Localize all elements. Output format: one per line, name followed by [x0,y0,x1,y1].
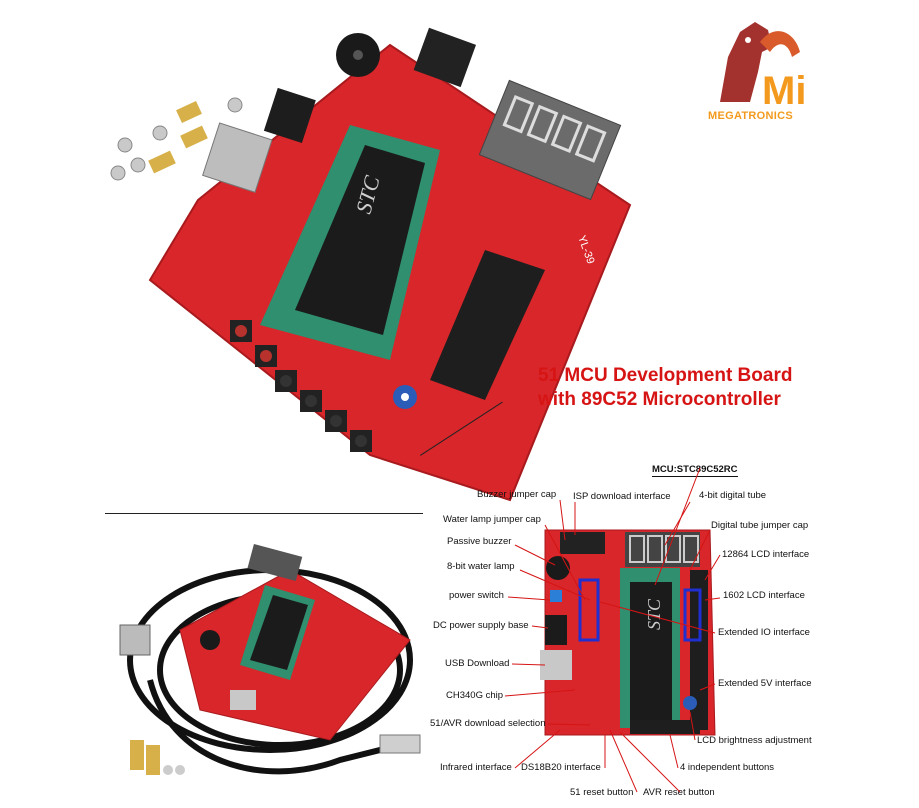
callout-4-buttons: 4 independent buttons [680,762,775,773]
callout-51-reset: 51 reset button [570,787,634,798]
callout-extended-io: Extended IO interface [718,627,810,638]
callout-dc-power: DC power supply base [433,620,529,631]
screws-standoffs [110,97,243,181]
callout-download-select: 51/AVR download selection [430,718,546,729]
callout-usb-download: USB Download [445,658,510,669]
mcu-chip [295,145,425,335]
callout-ds18b20: DS18B20 interface [521,762,601,773]
callout-ch340: CH340G chip [446,690,504,701]
brand-name: MEGATRONICS [708,110,793,122]
callout-lcd12864: 12864 LCD interface [722,549,810,560]
divider-left [105,513,423,514]
callout-buzzer-jumper: Buzzer jumper cap [477,489,557,500]
svg-text:STC: STC [644,598,664,630]
headline-line-2: with 89C52 Microcontroller [538,389,781,410]
callout-lcd1602: 1602 LCD interface [723,590,805,601]
callout-mcu: MCU:STC89C52RC [652,464,738,477]
callout-tube-jumper: Digital tube jumper cap [711,520,809,531]
callout-extended-5v: Extended 5V interface [718,678,812,689]
callout-digital-tube: 4-bit digital tube [699,490,767,501]
logo-letters: Mi [762,69,806,112]
callout-water-lamp: 8-bit water lamp [447,561,515,572]
callout-power-switch: power switch [449,590,504,601]
diagram-board: STC [540,529,716,736]
callout-avr-reset: AVR reset button [643,787,715,798]
kit-photo [119,543,421,775]
callout-isp: ISP download interface [573,491,671,502]
callout-lcd-brightness: LCD brightness adjustment [697,735,812,746]
callout-water-lamp-jumper: Water lamp jumper cap [443,514,541,525]
push-buttons [230,320,372,452]
callout-infrared: Infrared interface [440,762,512,773]
board-photo-top: STC YL-39 [110,27,632,502]
product-headline: 51 MCU Development Board with 89C52 Micr… [538,364,792,412]
megatronics-logo: Mi [720,22,806,112]
callout-passive-buzzer: Passive buzzer [447,536,512,547]
headline-line-1: 51 MCU Development Board [538,365,793,386]
